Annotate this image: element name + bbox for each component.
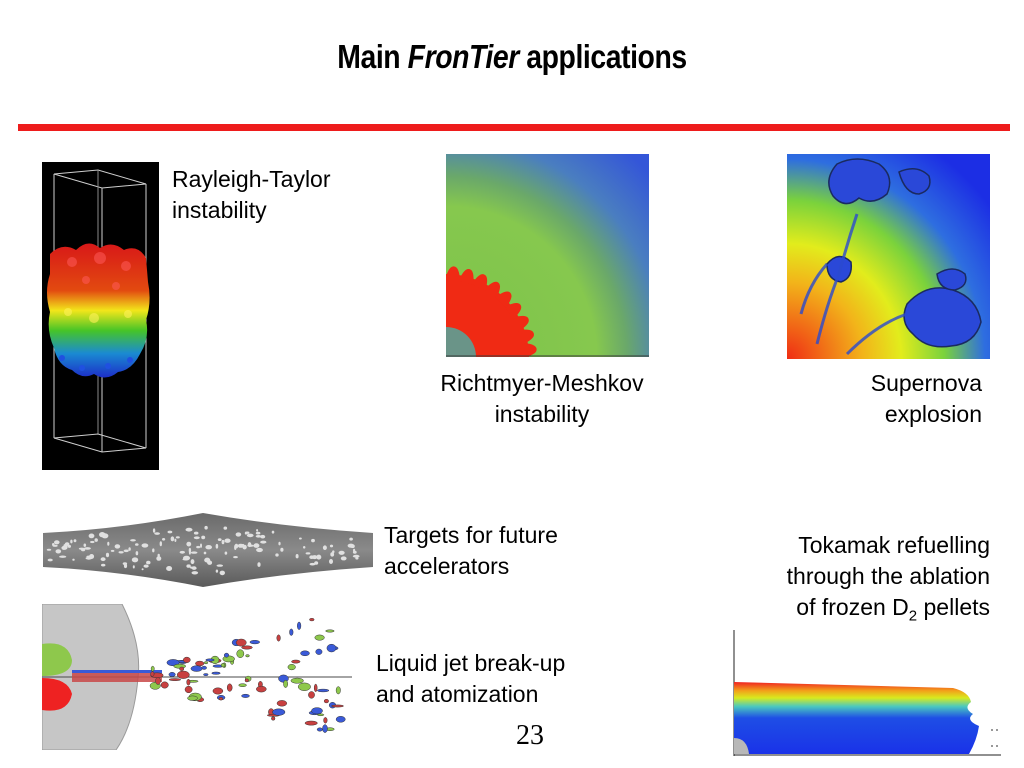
- title-divider: [18, 124, 1010, 131]
- caption-richtmyer-meshkov: Richtmyer-Meshkov instability: [412, 368, 672, 430]
- caption-line: through the ablation: [786, 563, 990, 589]
- accelerator-target-image: [43, 511, 373, 589]
- caption-supernova: Supernova explosion: [780, 368, 982, 430]
- caption-targets: Targets for future accelerators: [384, 520, 558, 582]
- title-emphasis: FronTier: [407, 38, 520, 75]
- caption-line: Targets for future: [384, 522, 558, 548]
- caption-line: Liquid jet break-up: [376, 650, 566, 676]
- rayleigh-taylor-image: [42, 162, 159, 470]
- caption-line: and atomization: [376, 681, 539, 707]
- supernova-image: [787, 154, 990, 359]
- richtmyer-meshkov-image: [446, 154, 649, 357]
- caption-text: pellets: [917, 594, 991, 620]
- caption-subscript: 2: [908, 607, 918, 625]
- title-prefix: Main: [337, 38, 408, 75]
- caption-line: Richtmyer-Meshkov: [440, 370, 644, 396]
- caption-tokamak: Tokamak refuelling through the ablation …: [700, 530, 990, 632]
- caption-line: instability: [494, 401, 590, 427]
- caption-line: accelerators: [384, 553, 510, 579]
- tokamak-pellet-image: [733, 630, 1001, 756]
- caption-rayleigh-taylor: Rayleigh-Taylor instability: [172, 164, 331, 226]
- caption-line: instability: [172, 197, 267, 223]
- caption-line: of frozen D2 pellets: [700, 592, 990, 632]
- slide-title: Main FronTier applications: [72, 38, 953, 76]
- caption-liquid-jet: Liquid jet break-up and atomization: [376, 648, 565, 710]
- page-number: 23: [516, 720, 544, 751]
- caption-line: Rayleigh-Taylor: [172, 166, 331, 192]
- caption-line: explosion: [884, 401, 982, 427]
- title-suffix: applications: [518, 38, 687, 75]
- caption-text: of frozen D: [796, 594, 909, 620]
- caption-line: Tokamak refuelling: [798, 532, 990, 558]
- caption-line: Supernova: [870, 370, 982, 396]
- liquid-jet-image: [42, 604, 352, 750]
